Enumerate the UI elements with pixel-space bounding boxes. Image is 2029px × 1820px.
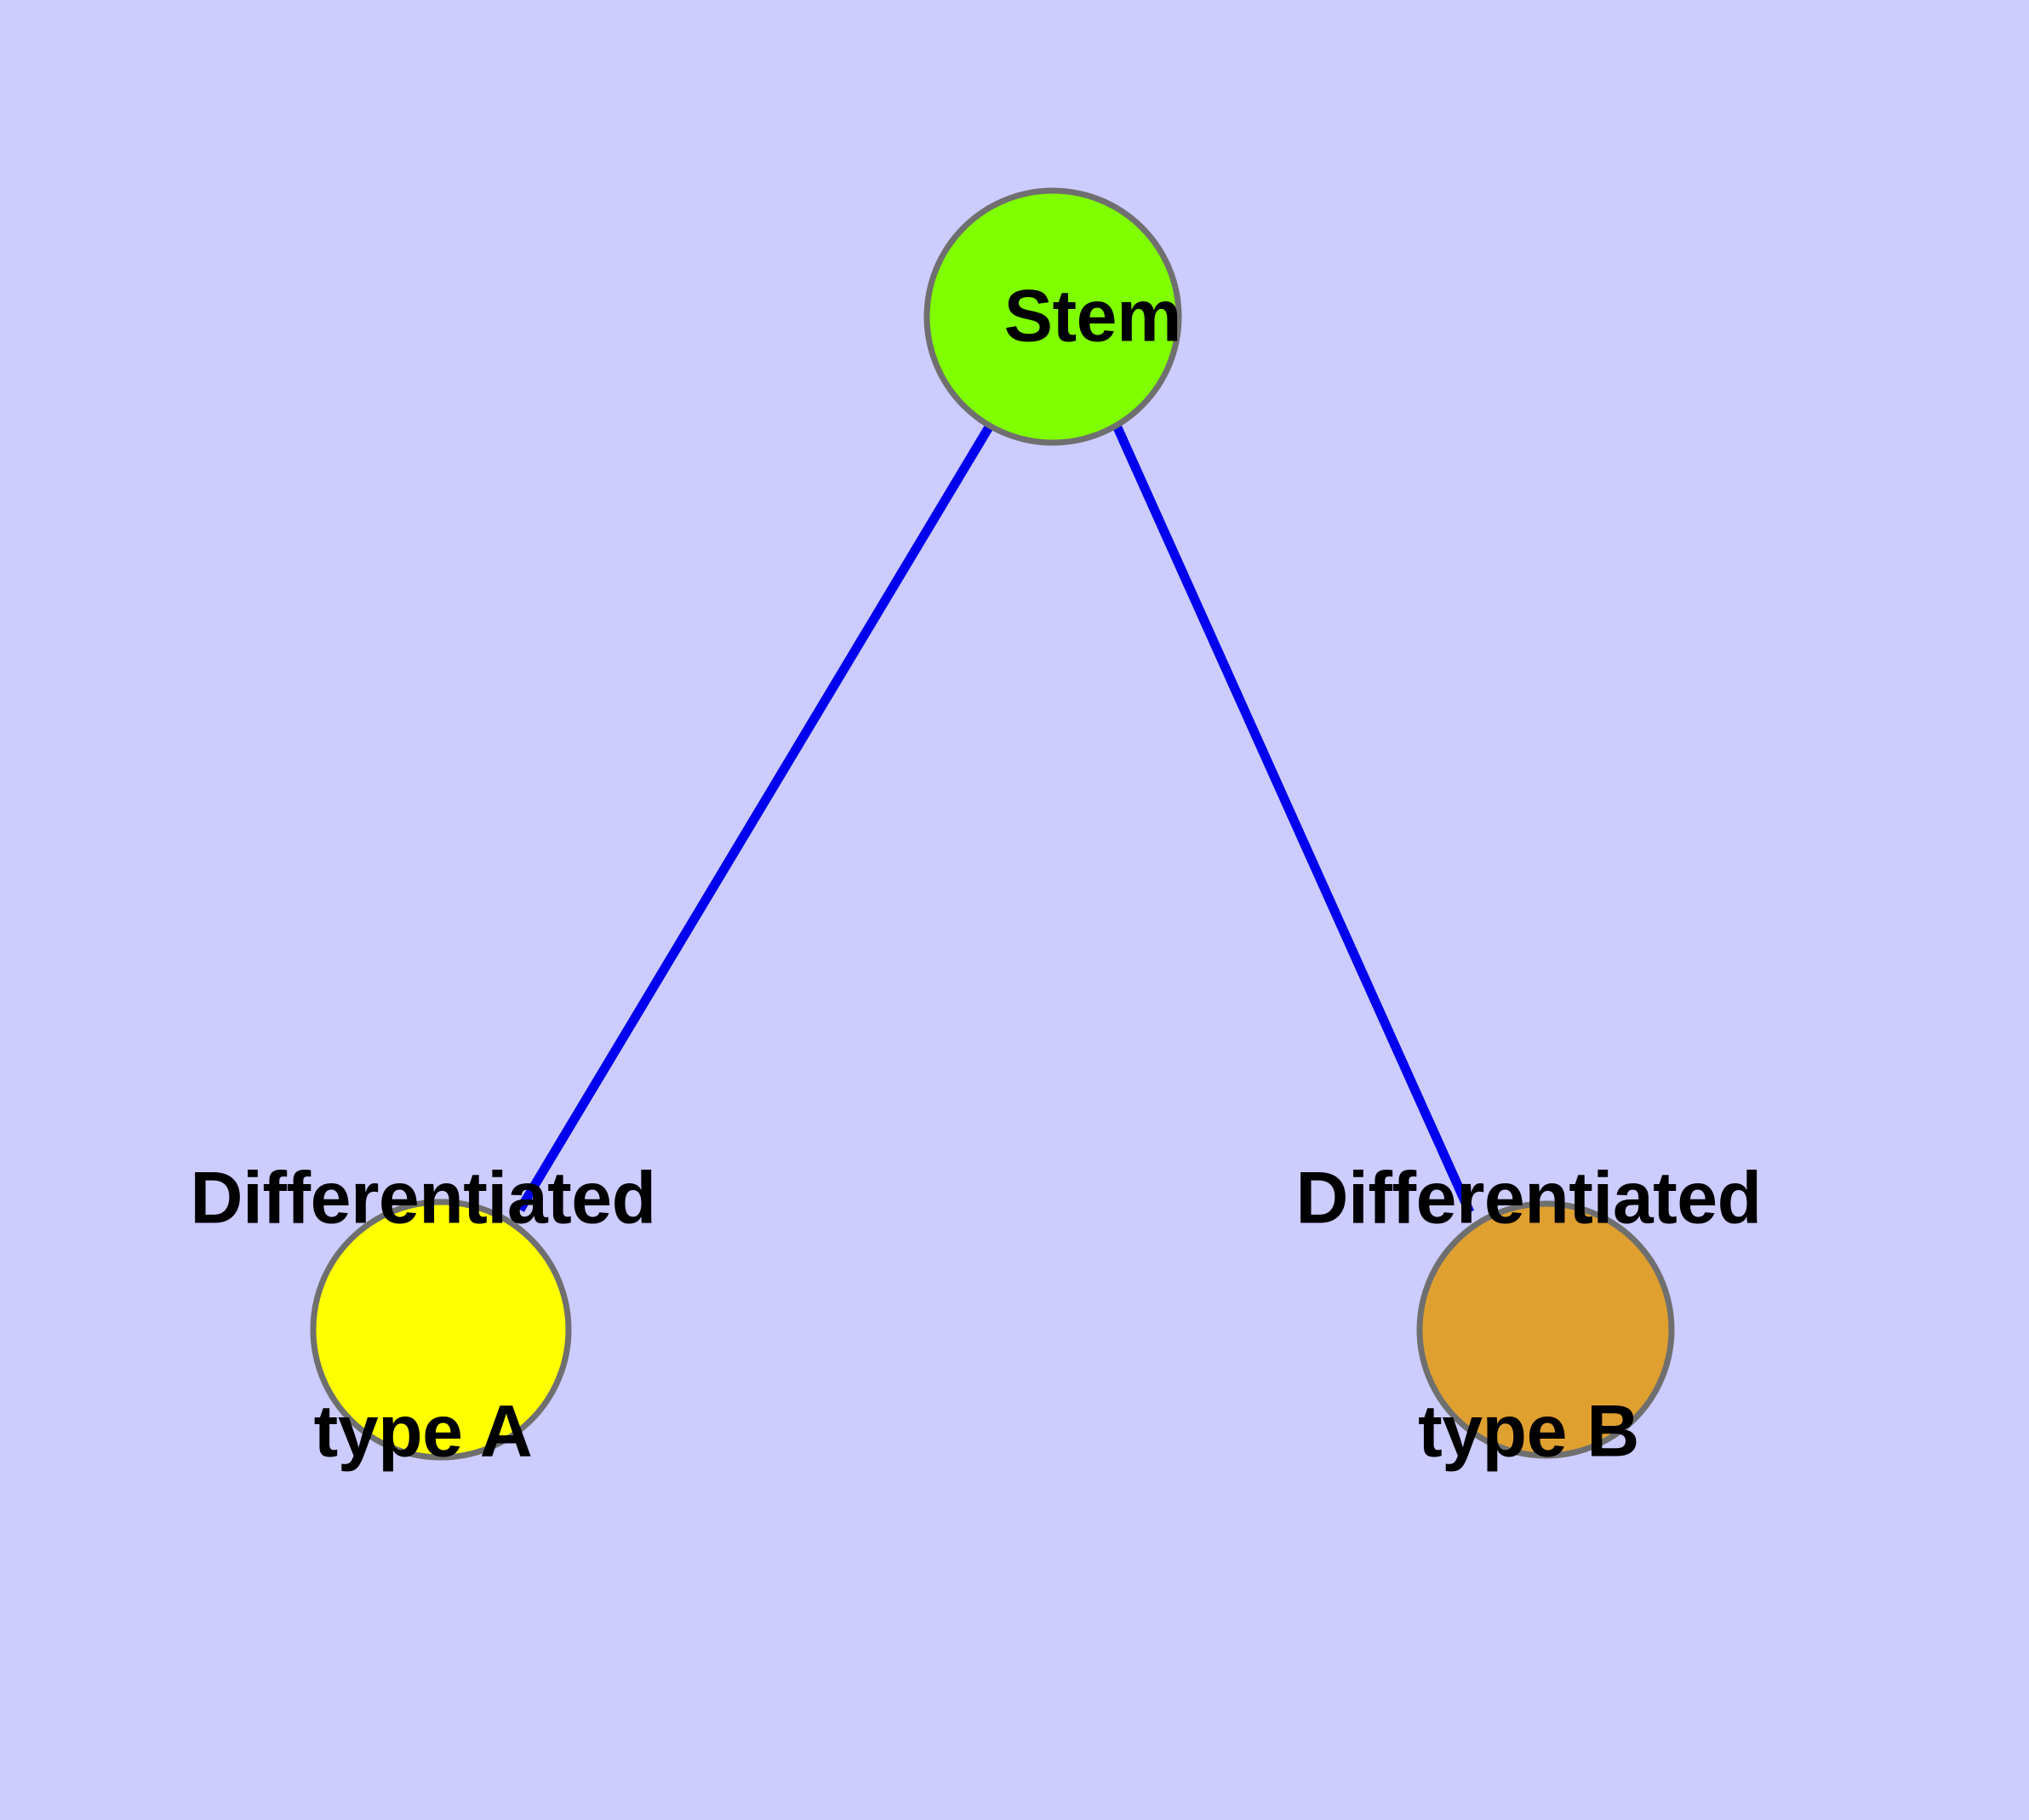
edge-stem-to-diff-b[interactable] xyxy=(1112,423,1475,1215)
edge-layer xyxy=(516,423,1475,1215)
edge-stem-to-diff-a[interactable] xyxy=(516,423,994,1212)
node-circle-diff-b[interactable] xyxy=(1416,1200,1675,1459)
node-circle-stem[interactable] xyxy=(923,187,1182,446)
node-circle-diff-a[interactable] xyxy=(310,1199,572,1461)
node-layer xyxy=(310,187,1675,1461)
